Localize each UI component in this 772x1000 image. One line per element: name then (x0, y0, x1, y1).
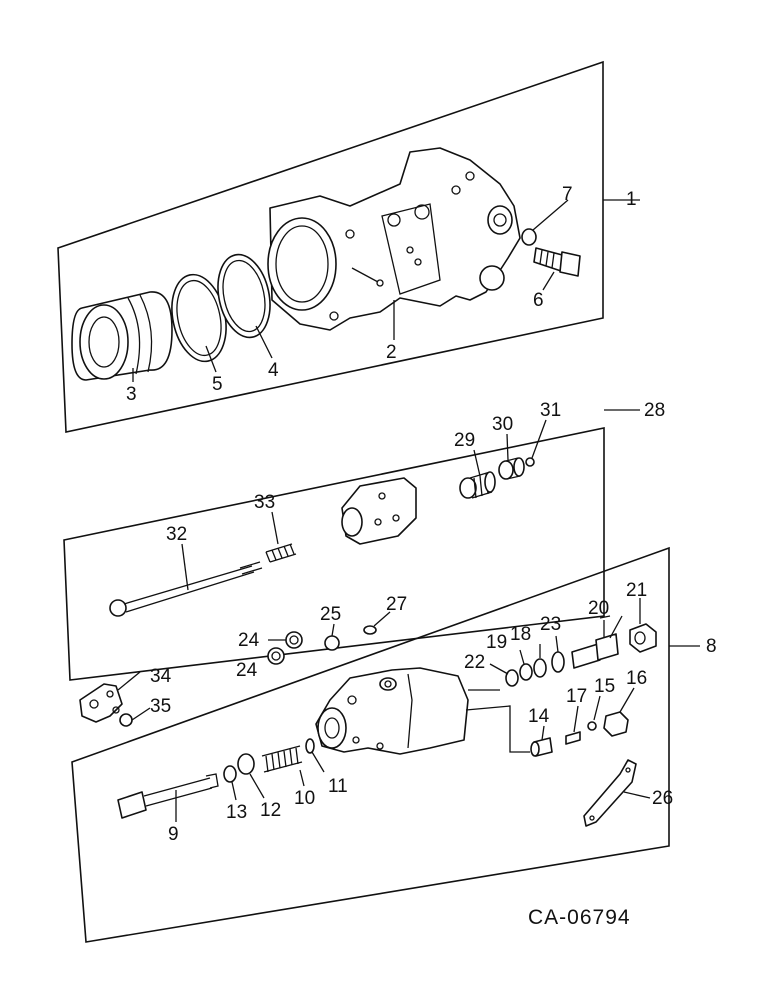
callout-1: 1 (626, 189, 637, 210)
callout-9: 9 (168, 824, 179, 845)
panel-control-valve-group (71, 546, 670, 943)
part-24-washer-b (267, 647, 285, 665)
callout-8: 8 (706, 636, 717, 657)
part-26-plate (583, 759, 637, 827)
callout-14: 14 (528, 706, 550, 727)
figure-reference-code: CA-06794 (528, 906, 631, 929)
part-34-bracket (79, 683, 123, 723)
callout-35: 35 (150, 696, 171, 717)
callout-15: 15 (594, 676, 615, 697)
part-31-ring (525, 457, 535, 467)
callout-20: 20 (588, 598, 609, 619)
callout-12: 12 (260, 800, 281, 821)
part-9-spool (117, 773, 219, 819)
part-30-spring (498, 457, 525, 480)
callout-33: 33 (254, 492, 275, 513)
part-2-valve-housing (267, 147, 521, 331)
callout-3: 3 (126, 384, 137, 405)
callout-13: 13 (226, 802, 247, 823)
callout-21: 21 (626, 580, 647, 601)
part-16-plug (603, 711, 629, 737)
part-15-ring (587, 721, 597, 731)
part-21-nut (629, 623, 657, 653)
part-35-clip (119, 713, 133, 727)
callout-6: 6 (533, 290, 544, 311)
callout-28: 28 (644, 400, 665, 421)
callout-25: 25 (320, 604, 341, 625)
part-11-ring (305, 738, 315, 754)
callout-4: 4 (268, 360, 279, 381)
part-25-washer (324, 635, 340, 651)
callout-23: 23 (540, 614, 561, 635)
part-27-clip (363, 625, 377, 635)
part-29-spring (459, 471, 496, 499)
callout-5: 5 (212, 374, 223, 395)
part-18-ring (533, 658, 547, 678)
part-6-fitting (533, 247, 581, 277)
callout-29: 29 (454, 430, 475, 451)
callout-30: 30 (492, 414, 513, 435)
callout-7: 7 (562, 184, 573, 205)
part-19-ring (519, 663, 533, 681)
callout-10: 10 (294, 788, 315, 809)
callout-24-a: 24 (238, 630, 260, 651)
callout-31: 31 (540, 400, 561, 421)
part-20-spool (571, 615, 619, 669)
part-24-washer-a (285, 631, 303, 649)
callout-19: 19 (486, 632, 507, 653)
callout-22: 22 (464, 652, 485, 673)
part-13-ring (223, 765, 237, 783)
callout-32: 32 (166, 524, 187, 545)
callout-26: 26 (652, 788, 673, 809)
part-7-o-ring (521, 228, 537, 246)
valve-body-upper (341, 477, 417, 545)
part-14-plug (530, 737, 553, 757)
callout-16: 16 (626, 668, 647, 689)
callout-11: 11 (328, 776, 348, 797)
part-23-ring (551, 651, 565, 673)
part-10-spring (261, 745, 303, 773)
part-22-ring (505, 669, 519, 687)
callout-24-b: 24 (236, 660, 258, 681)
part-12-washer (237, 753, 255, 775)
valve-body-lower (315, 667, 469, 755)
callout-17: 17 (566, 686, 587, 707)
callout-34: 34 (150, 666, 172, 687)
callout-18: 18 (510, 624, 531, 645)
part-3-piston-sleeve (71, 291, 173, 381)
callout-2: 2 (386, 342, 397, 363)
part-17-screw (565, 731, 581, 745)
panel-housing-group (57, 60, 604, 433)
callout-27: 27 (386, 594, 407, 615)
panel-valve-core-group (63, 427, 605, 681)
part-33-spring (265, 543, 297, 563)
